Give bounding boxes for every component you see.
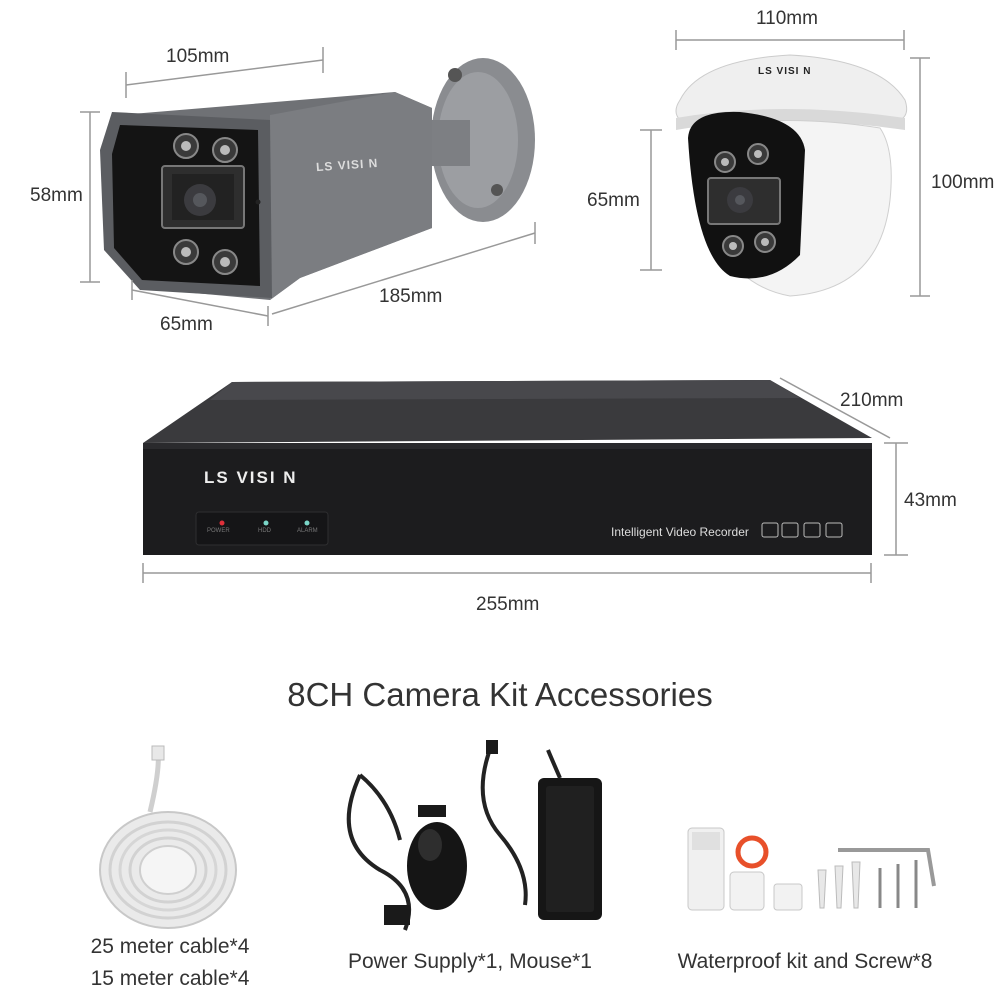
bullet-height-label: 58mm [30,185,83,206]
nvr-indicator-power: POWER [207,528,230,534]
dome-dimension-lines [640,30,930,297]
dome-width-label: 110mm [756,8,818,29]
nvr-depth-label: 210mm [840,390,904,411]
network-cable-coil [99,745,237,929]
nvr-dimension-lines [142,377,908,583]
bullet-width-label: 105mm [166,46,230,67]
nvr-width-label: 255mm [476,594,540,615]
nvr-recorder [143,380,872,555]
dome-height-label: 100mm [931,172,995,193]
bullet-depth-label: 65mm [160,314,213,335]
waterproof-kit-and-screws [687,827,936,911]
dome-lens-height-label: 65mm [587,190,640,211]
bullet-camera [100,58,535,300]
waterproof-kit-caption-line-1: Waterproof kit and Screw*8 [677,950,933,973]
power-supply-and-mouse [346,740,602,931]
nvr-height-label: 43mm [904,490,957,511]
nvr-product-text: Intelligent Video Recorder [611,525,749,539]
cable-caption-line-2: 15 meter cable*4 [90,967,250,990]
waterproof-kit-caption: Waterproof kit and Screw*8 [645,946,965,978]
power-supply-caption-line-1: Power Supply*1, Mouse*1 [348,950,592,973]
power-supply-caption: Power Supply*1, Mouse*1 [320,946,620,978]
nvr-indicator-alarm: ALARM [297,528,318,534]
nvr-logo: LS VISI N [204,468,298,487]
accessories-title: 8CH Camera Kit Accessories [287,676,713,713]
cable-caption: 25 meter cable*4 15 meter cable*4 [40,931,300,995]
dome-camera [675,54,908,297]
cable-caption-line-1: 25 meter cable*4 [90,935,250,958]
dome-logo: LS VISI N [758,66,812,77]
bullet-length-label: 185mm [379,286,443,307]
bullet-dimension-lines [80,47,536,326]
nvr-indicator-hdd: HDD [258,528,271,534]
